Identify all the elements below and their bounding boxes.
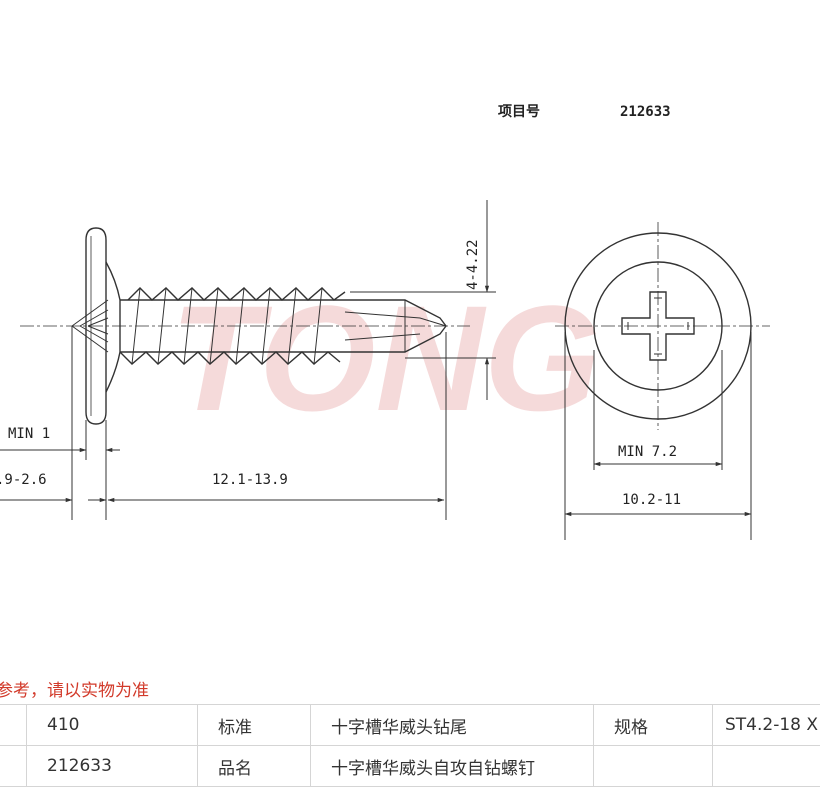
- dim-thread-diameter: 4-4.22: [465, 239, 481, 290]
- reference-note: 参考，请以实物为准: [0, 681, 149, 701]
- table-row: 410 标准 十字槽华威头钻尾 规格 ST4.2-18 X: [0, 704, 820, 746]
- table-cell: [0, 745, 27, 787]
- top-dimensions: [564, 332, 752, 540]
- item-number-value: 212633: [620, 104, 671, 120]
- technical-drawing: TONG 项目号 212633: [0, 104, 770, 540]
- table-cell: 标准: [197, 704, 311, 746]
- screw-side-view: [20, 227, 470, 425]
- item-number-label: 项目号: [498, 104, 540, 120]
- table-cell: [593, 745, 713, 787]
- table-cell: [712, 745, 820, 787]
- watermark-text: TONG: [170, 274, 601, 442]
- dim-min-head-thickness: MIN 1: [8, 426, 50, 442]
- table-row: 212633 品名 十字槽华威头自攻自钻螺钉: [0, 745, 820, 787]
- dim-length: 12.1-13.9: [212, 472, 288, 488]
- table-cell: 212633: [26, 745, 198, 787]
- table-cell: 十字槽华威头自攻自钻螺钉: [310, 745, 594, 787]
- side-dimensions: [0, 200, 496, 520]
- dim-head-diameter: 10.2-11: [622, 492, 681, 508]
- dim-head-height: .9-2.6: [0, 472, 47, 488]
- spec-table: 410 标准 十字槽华威头钻尾 规格 ST4.2-18 X 212633 品名 …: [0, 704, 820, 787]
- screw-top-view: [555, 222, 770, 430]
- table-cell: ST4.2-18 X: [712, 704, 820, 746]
- table-cell: 十字槽华威头钻尾: [310, 704, 594, 746]
- table-cell: [0, 704, 27, 746]
- table-cell: 规格: [593, 704, 713, 746]
- table-cell: 品名: [197, 745, 311, 787]
- dim-min-diameter: MIN 7.2: [618, 444, 677, 460]
- table-cell: 410: [26, 704, 198, 746]
